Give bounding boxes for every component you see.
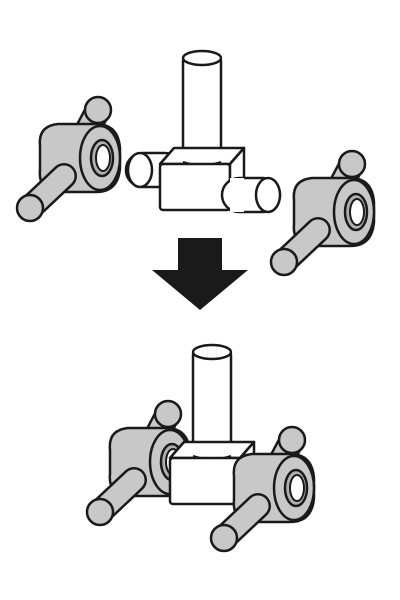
assembled-view bbox=[87, 343, 314, 551]
down-arrow bbox=[152, 238, 248, 310]
left-side-block bbox=[17, 97, 120, 221]
right-side-block bbox=[271, 151, 374, 275]
exploded-view bbox=[17, 49, 374, 275]
center-connector bbox=[124, 49, 282, 214]
